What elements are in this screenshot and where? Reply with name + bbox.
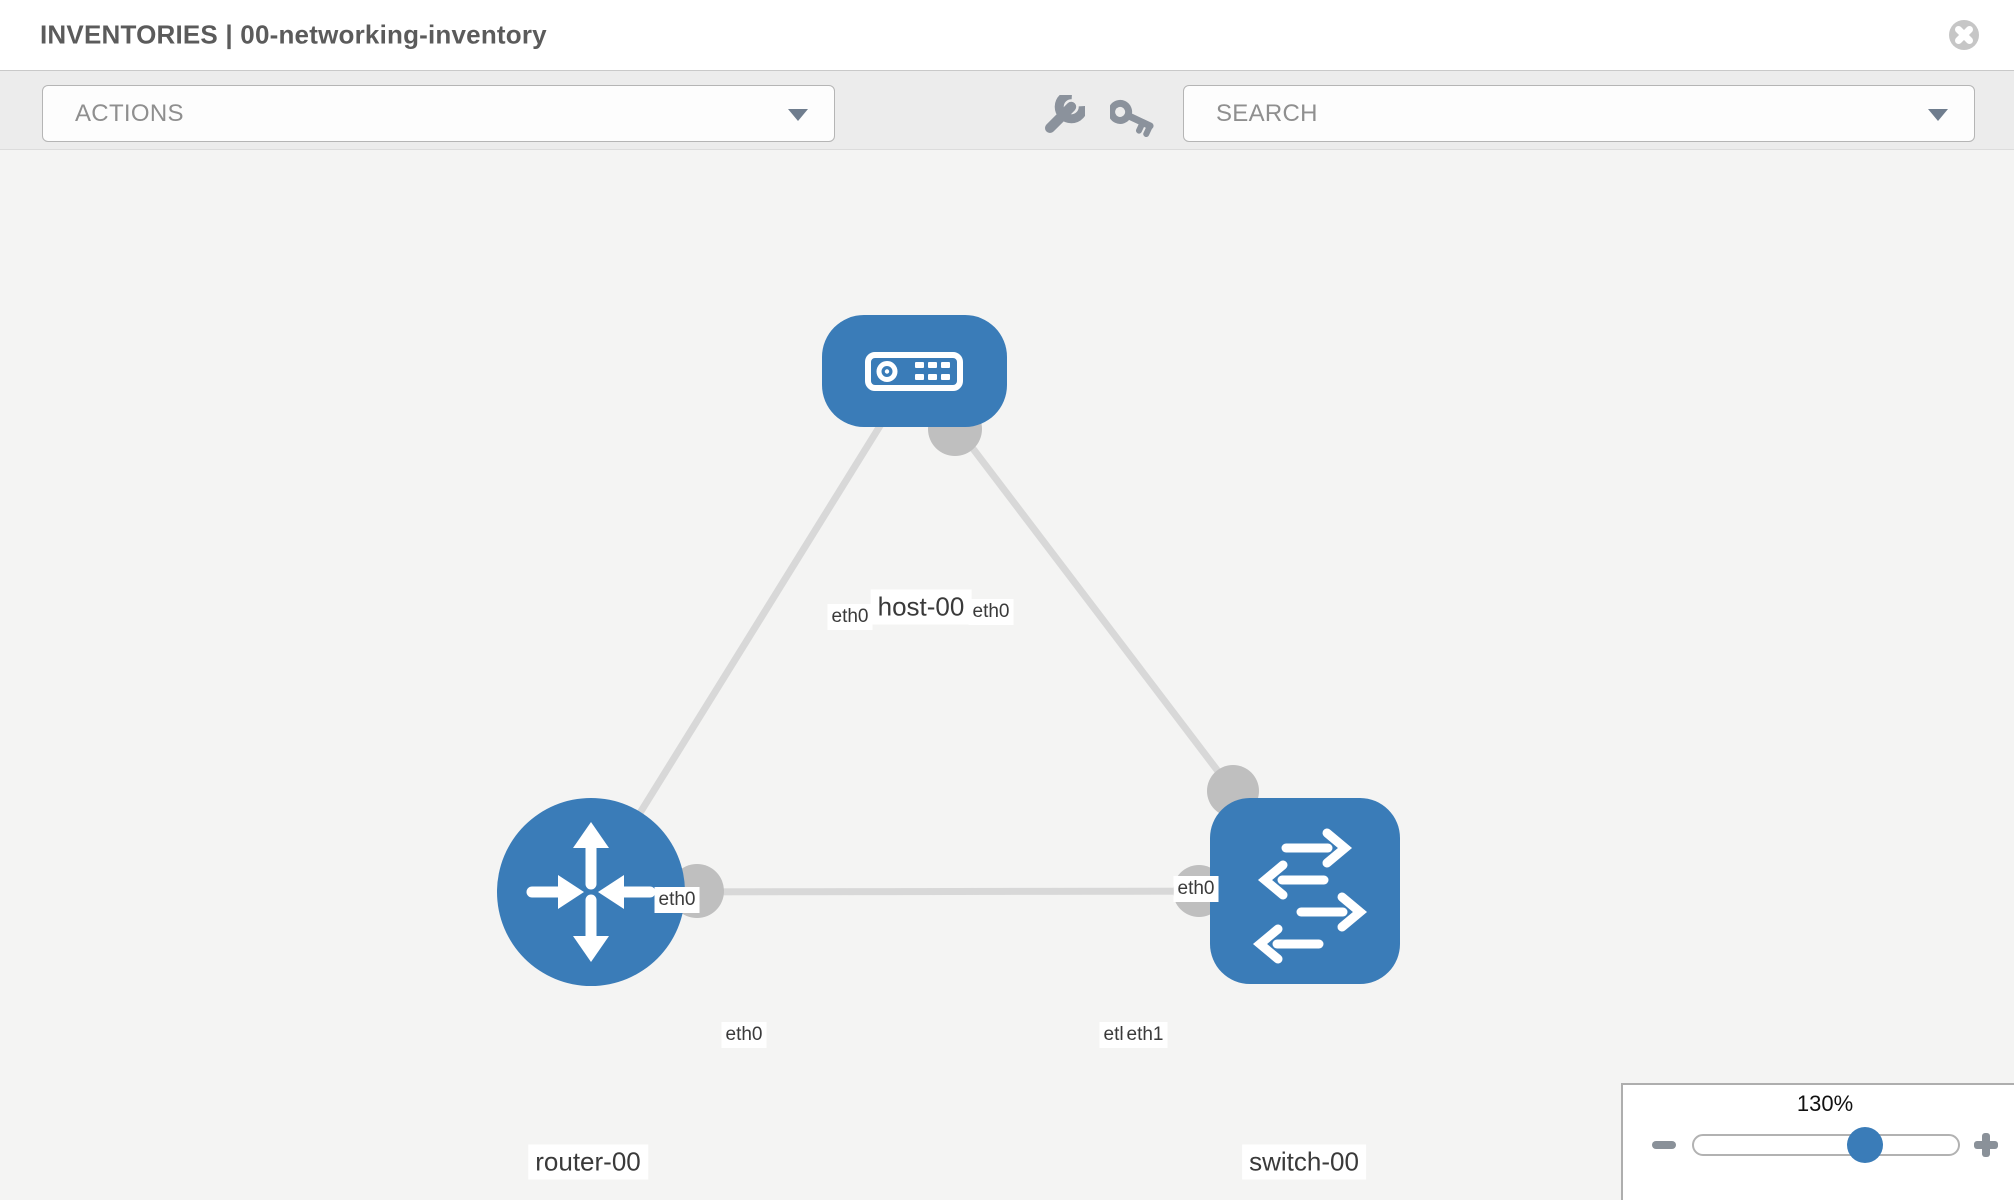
close-icon[interactable] (1948, 19, 1980, 51)
server-icon (865, 352, 963, 391)
node-router-00[interactable] (497, 798, 685, 986)
interface-label: eth0 (1173, 876, 1219, 902)
caret-down-icon (1928, 108, 1948, 121)
link-router-host[interactable] (588, 369, 917, 894)
node-label-router: router-00 (528, 1144, 648, 1180)
interface-label: eth0 (654, 887, 700, 913)
zoom-slider-track[interactable] (1692, 1134, 1960, 1156)
node-host-00[interactable] (822, 315, 1007, 427)
actions-dropdown[interactable]: ACTIONS (42, 85, 835, 142)
page-header: INVENTORIES | 00-networking-inventory (0, 0, 2014, 70)
page-title: INVENTORIES | 00-networking-inventory (40, 19, 547, 50)
topology-canvas[interactable]: eth0 eth0 eth0 eth0 eth0 eth0 eth1 host-… (0, 150, 2014, 1200)
interface-label: eth1 (1122, 1022, 1168, 1048)
router-arrows-icon (526, 822, 656, 962)
zoom-slider-thumb[interactable] (1847, 1127, 1883, 1163)
zoom-control-panel: 130% (1621, 1083, 2014, 1200)
topology-toolbar: ACTIONS SEARCH (0, 70, 2014, 150)
interface-label: eth0 (968, 599, 1014, 625)
node-label-host: host-00 (870, 589, 972, 625)
actions-dropdown-label: ACTIONS (75, 99, 184, 127)
interface-ports (670, 402, 1259, 918)
search-dropdown-label: SEARCH (1216, 99, 1318, 127)
interface-label: eth0 (721, 1022, 767, 1048)
zoom-level-value: 130% (1796, 1091, 1854, 1116)
minus-icon[interactable] (1652, 1141, 1676, 1149)
wrench-icon[interactable] (1039, 95, 1085, 141)
caret-down-icon (788, 108, 808, 121)
node-switch-00[interactable] (1210, 798, 1400, 984)
plus-icon[interactable] (1974, 1133, 1998, 1157)
key-icon[interactable] (1110, 95, 1156, 141)
node-label-switch: switch-00 (1242, 1144, 1366, 1180)
switch-arrows-icon (1252, 828, 1368, 964)
search-dropdown[interactable]: SEARCH (1183, 85, 1975, 142)
interface-label: eth0 (827, 604, 873, 630)
